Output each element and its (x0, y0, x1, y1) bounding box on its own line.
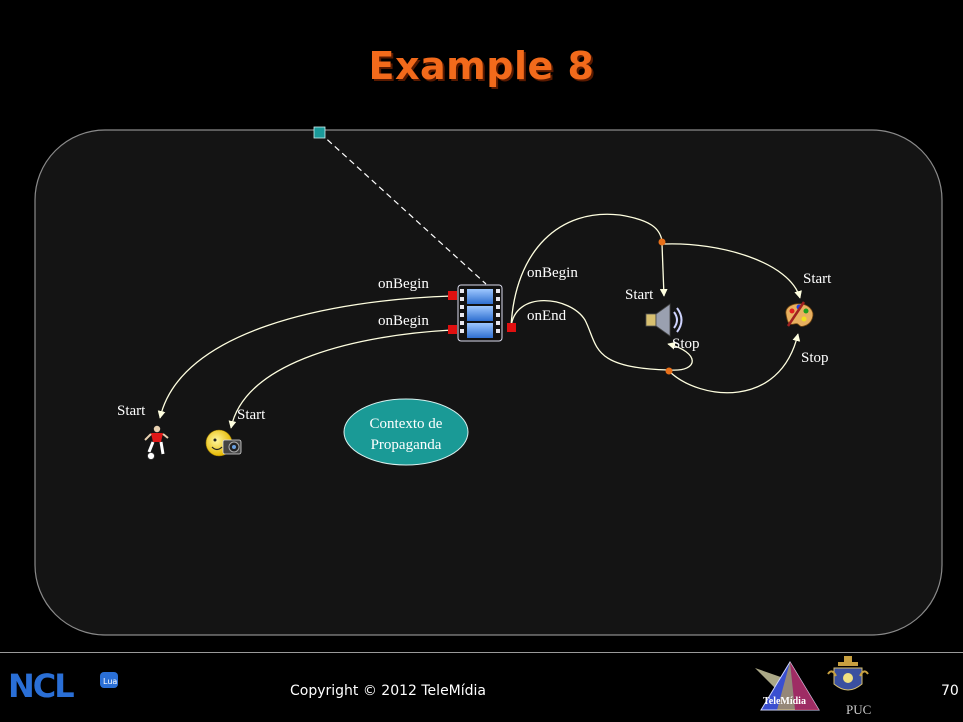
link-onbegin-soccer (157, 295, 453, 419)
svg-text:Lua: Lua (103, 677, 117, 686)
context-label-line1: Contexto de (370, 416, 443, 432)
label-onbegin-right: onBegin (527, 265, 578, 281)
context-port[interactable] (313, 126, 326, 139)
context-label-line2: Propaganda (371, 437, 442, 453)
copyright-text: Copyright © 2012 TeleMídia (290, 683, 486, 699)
label-start-soccer: Start (117, 403, 146, 419)
speaker-icon[interactable] (645, 303, 683, 337)
page-number: 70 (941, 683, 959, 699)
ncl-logo: NCL Lua (8, 668, 118, 702)
label-stop-palette: Stop (801, 350, 829, 366)
film-strip-icon[interactable] (457, 284, 503, 342)
label-start-camera: Start (237, 407, 266, 423)
link-stop-speaker (667, 341, 693, 371)
link-onbegin-right (510, 213, 663, 328)
label-start-palette: Start (803, 271, 832, 287)
anchor-left-top[interactable] (448, 291, 457, 300)
soccer-player-icon[interactable] (144, 425, 169, 460)
footer-separator (0, 652, 963, 653)
bind-point-start (658, 238, 666, 246)
svg-text:TeleMídia: TeleMídia (763, 696, 806, 707)
anchor-right[interactable] (507, 323, 516, 332)
context-diagram: Contexto de Propaganda onBegin onBegin o… (34, 126, 943, 636)
slide-title: Example 8 (368, 44, 595, 88)
bind-point-stop (665, 367, 673, 375)
puc-logo-text: PUC (846, 702, 872, 717)
link-onend-right (510, 300, 669, 371)
telemidia-logo: TeleMídia (755, 661, 820, 711)
camera-smiley-icon[interactable] (205, 429, 242, 457)
label-start-speaker: Start (625, 287, 654, 303)
link-start-speaker (659, 243, 668, 297)
svg-text:NCL: NCL (8, 668, 74, 702)
paint-palette-icon[interactable] (785, 301, 814, 327)
label-stop-speaker: Stop (672, 336, 700, 352)
label-onend-right: onEnd (527, 308, 567, 324)
context-box (34, 129, 943, 636)
label-onbegin-left-bottom: onBegin (378, 313, 429, 329)
link-onbegin-camera (228, 329, 453, 429)
port-mapping-line (319, 132, 487, 285)
link-start-palette (663, 243, 802, 299)
link-stop-palette (669, 333, 801, 394)
context-node-propaganda[interactable]: Contexto de Propaganda (343, 398, 469, 466)
label-onbegin-left-top: onBegin (378, 276, 429, 292)
anchor-left-bottom[interactable] (448, 325, 457, 334)
puc-seal-logo (827, 656, 869, 691)
